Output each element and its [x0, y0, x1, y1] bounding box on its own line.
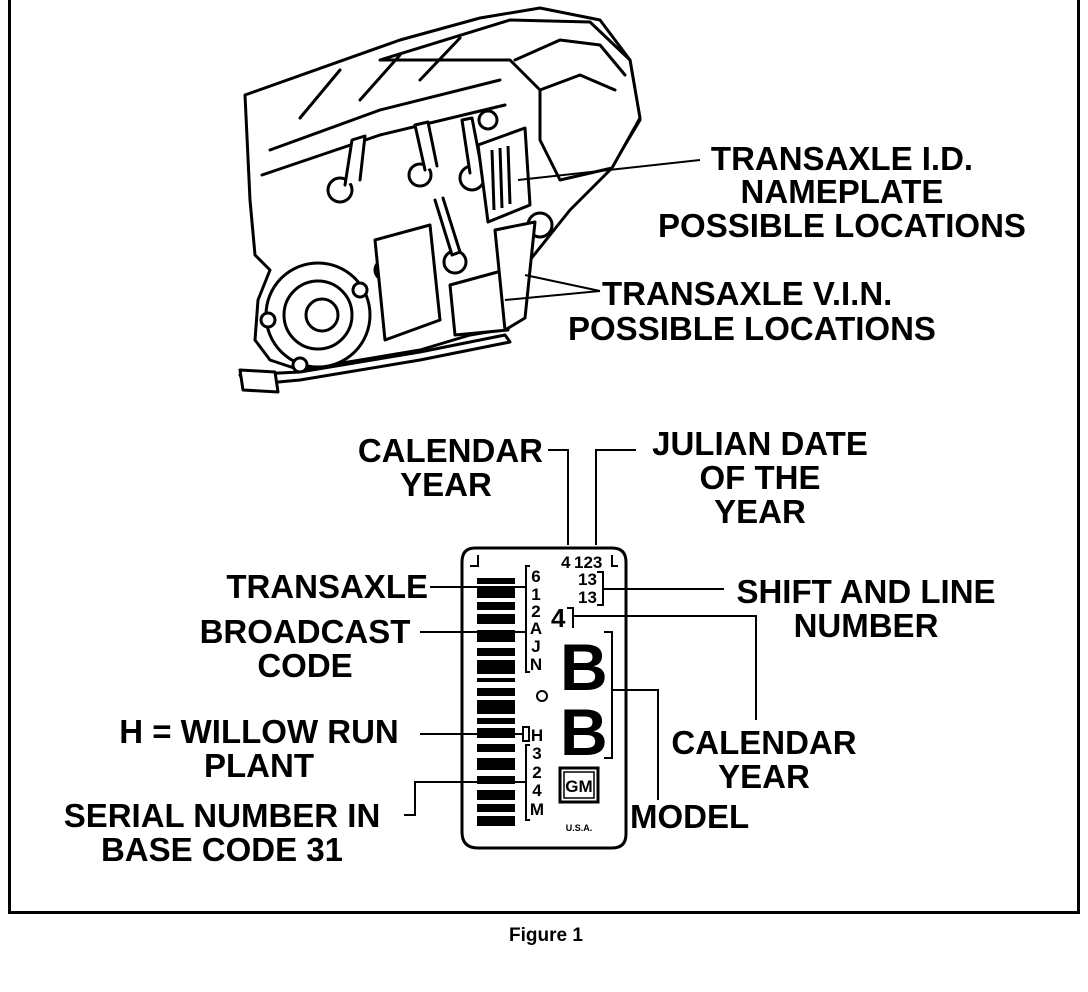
gm-logo: GM	[558, 766, 600, 804]
id-nameplate: 6 1 2 A J N H 3 2 4 M 4 123 13 13 4 B B	[460, 546, 628, 850]
model-label: MODEL	[630, 798, 749, 835]
calendar-year-right-line1: CALENDAR	[671, 724, 856, 761]
figure-frame	[8, 0, 1080, 914]
illustration-leaders	[504, 159, 701, 301]
serial-char-5: M	[530, 800, 544, 819]
calendar-year-right-line2: YEAR	[718, 758, 810, 795]
plate-shift-top: 13	[578, 570, 597, 589]
gm-logo-text: GM	[565, 777, 592, 796]
calendar-year-top-line1: CALENDAR	[358, 432, 543, 469]
plate-calendar-digit: 4	[551, 603, 566, 633]
serial-number-line2: BASE CODE 31	[101, 831, 343, 868]
willow-run-line1: H = WILLOW RUN	[119, 713, 399, 750]
serial-char-4: 4	[532, 781, 542, 800]
nameplate-label-line1: TRANSAXLE I.D.	[711, 140, 973, 177]
transaxle-label: TRANSAXLE	[226, 568, 428, 605]
plate-shift-bottom: 13	[578, 588, 597, 607]
plate-julian-digits: 123	[574, 553, 602, 572]
vin-label-line1: TRANSAXLE V.I.N.	[602, 275, 892, 312]
serial-char-3: 2	[532, 763, 541, 782]
shift-line-line2: NUMBER	[794, 607, 939, 644]
broadcast-code-line1: BROADCAST	[200, 613, 411, 650]
broadcast-char-3: 2	[531, 602, 540, 621]
vin-label-line2: POSSIBLE LOCATIONS	[568, 310, 936, 347]
serial-char-2: 3	[532, 744, 541, 763]
plate-year-digit: 4	[561, 553, 571, 572]
broadcast-char-2: 1	[531, 585, 540, 604]
shift-line-line1: SHIFT AND LINE	[736, 573, 995, 610]
serial-char-1: H	[531, 726, 543, 745]
nameplate-label-line2: NAMEPLATE	[741, 173, 944, 210]
willow-run-line2: PLANT	[204, 747, 314, 784]
nameplate-label-line3: POSSIBLE LOCATIONS	[658, 207, 1026, 244]
broadcast-char-4: A	[530, 619, 542, 638]
serial-number-line1: SERIAL NUMBER IN	[64, 797, 381, 834]
callout-leaders	[404, 449, 757, 816]
figure-caption: Figure 1	[509, 925, 583, 946]
calendar-year-top-line2: YEAR	[400, 466, 492, 503]
julian-date-line2: OF THE	[700, 459, 821, 496]
broadcast-char-6: N	[530, 655, 542, 674]
broadcast-char-5: J	[531, 637, 540, 656]
broadcast-char-1: 6	[531, 567, 540, 586]
broadcast-code-line2: CODE	[257, 647, 352, 684]
julian-date-line3: YEAR	[714, 493, 806, 530]
julian-date-line1: JULIAN DATE	[652, 425, 868, 462]
plate-model-letter-bottom: B	[560, 695, 608, 769]
plate-model-letter-top: B	[560, 630, 608, 704]
plate-country: U.S.A.	[566, 823, 593, 833]
illustration-nameplate-marks	[490, 145, 512, 211]
plate-dot	[536, 690, 548, 702]
